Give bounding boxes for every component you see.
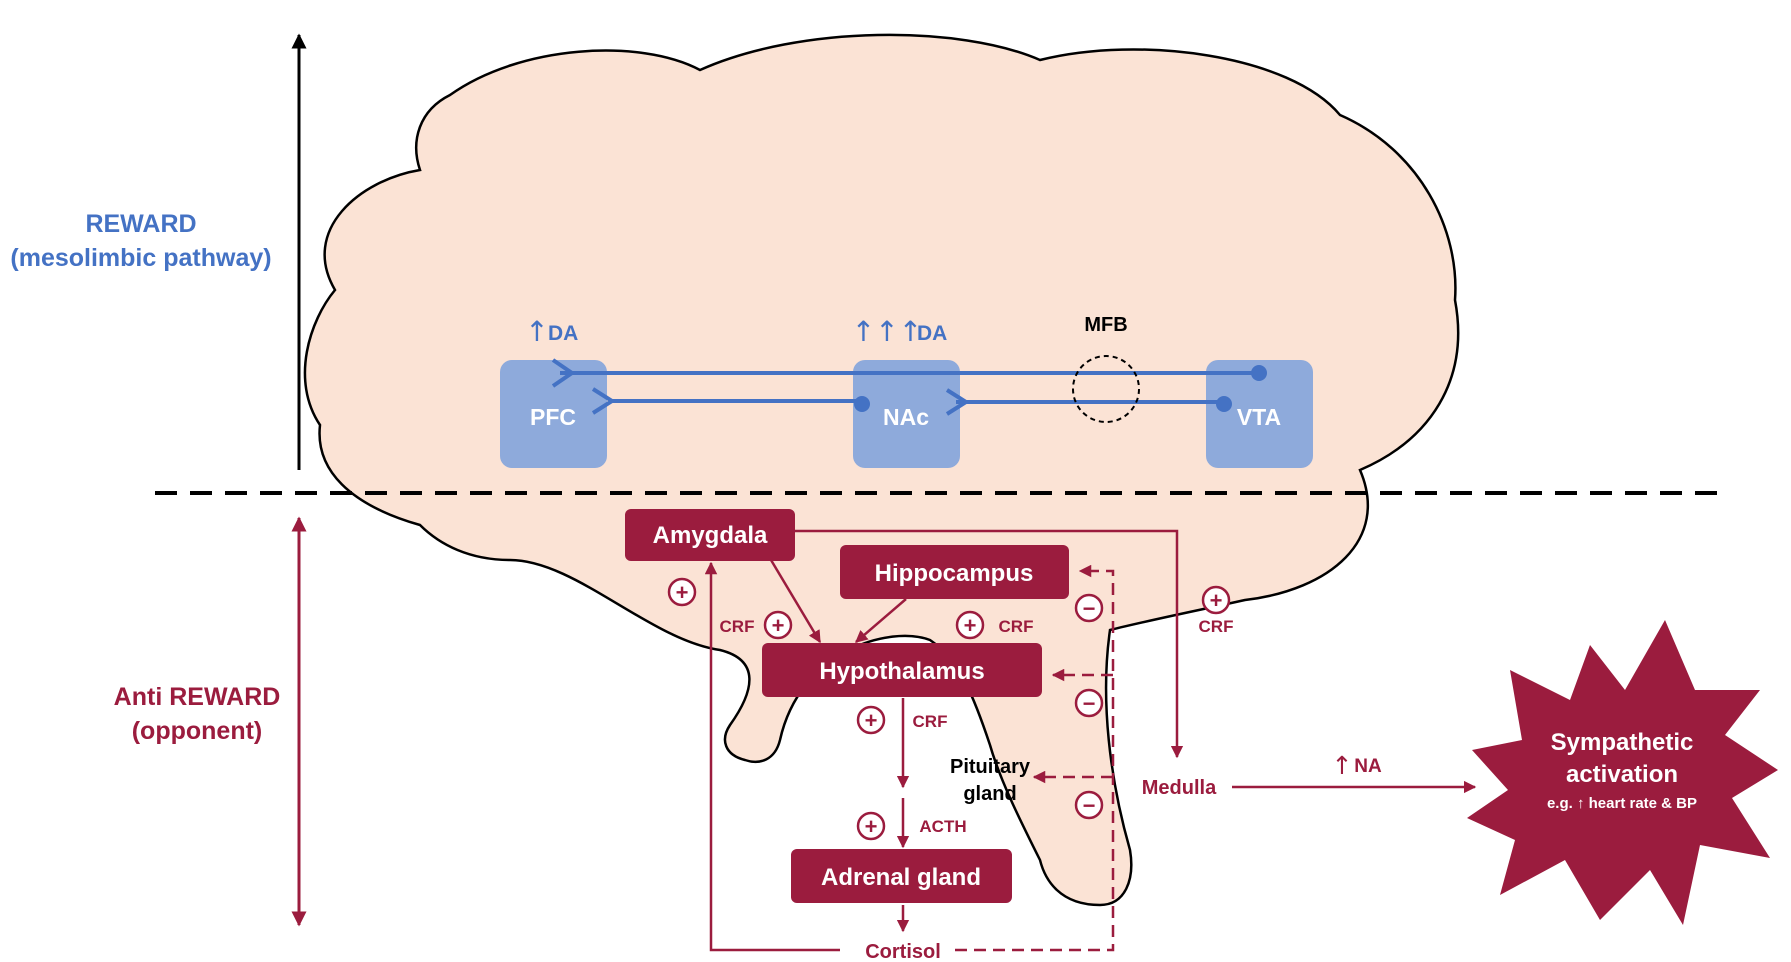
acth-label: ACTH (919, 817, 966, 836)
reward-label-line1: REWARD (85, 210, 197, 238)
vta-node (1206, 360, 1313, 468)
nac-da-arrows: ↑↑↑ (852, 315, 922, 348)
minus-sign-pituitary: − (1074, 790, 1104, 820)
svg-text:+: + (676, 580, 689, 605)
plus-sign-hippocampus-crf: + (955, 610, 985, 640)
brain-outline (303, 33, 1460, 907)
hypothalamus-label: Hypothalamus (819, 658, 984, 685)
svg-text:+: + (865, 814, 878, 839)
plus-sign-amygdala-crf: + (763, 610, 793, 640)
reward-label-line2: (mesolimbic pathway) (10, 244, 272, 272)
svg-text:−: − (1083, 793, 1096, 818)
sympathetic-line1: Sympathetic (1551, 729, 1694, 756)
cortisol-feedback-line (955, 564, 1115, 952)
plus-sign-medulla-crf: + (1201, 585, 1231, 615)
svg-text:+: + (1210, 588, 1223, 613)
nac-soma (854, 396, 870, 412)
crf-label-medulla: CRF (1199, 617, 1234, 636)
crf-label-hypothalamus: CRF (913, 712, 948, 731)
hippocampus-hypothalamus-arrow (855, 598, 907, 643)
na-label: NA (1354, 756, 1382, 777)
cortisol-label: Cortisol (865, 941, 941, 962)
hypothalamus-node (762, 643, 1042, 697)
amygdala-label: Amygdala (653, 522, 768, 549)
pituitary-label-line1: Pituitary (950, 756, 1031, 778)
sympathetic-line2: activation (1566, 761, 1678, 788)
medulla-label: Medulla (1142, 777, 1217, 799)
pfc-node (500, 360, 607, 468)
svg-text:+: + (772, 613, 785, 638)
hippocampus-label: Hippocampus (875, 560, 1034, 587)
sympathetic-star (1467, 620, 1778, 925)
mfb-circle (1072, 355, 1140, 423)
minus-sign-hippocampus: − (1074, 593, 1104, 623)
amygdala-node (625, 509, 795, 561)
nac-terminal (945, 388, 970, 416)
na-arrow: ↑ (1332, 751, 1353, 780)
svg-text:+: + (964, 613, 977, 638)
nac-label: NAc (883, 404, 929, 430)
anti-reward-label-line2: (opponent) (131, 717, 263, 745)
adrenal-node (791, 849, 1012, 903)
plus-sign-acth: + (856, 811, 886, 841)
nac-node (853, 360, 960, 468)
plus-sign-amygdala-feedback: + (667, 577, 697, 607)
hippocampus-node (840, 545, 1069, 599)
vta-label: VTA (1237, 404, 1281, 430)
svg-text:−: − (1083, 596, 1096, 621)
amygdala-medulla-line (795, 529, 1184, 759)
vta-upper-soma (1251, 365, 1267, 381)
cortisol-amygdala-line (704, 561, 840, 952)
svg-text:+: + (865, 708, 878, 733)
adrenal-label: Adrenal gland (821, 864, 981, 891)
sympathetic-line3: e.g. ↑ heart rate & BP (1547, 795, 1697, 812)
nac-da-label: DA (917, 322, 947, 345)
reward-label: REWARD (mesolimbic pathway) (0, 207, 282, 275)
pfc-label: PFC (530, 404, 576, 430)
amygdala-hypothalamus-arrow (769, 559, 822, 644)
pfc-upper-terminal (551, 358, 576, 388)
pfc-da-arrow: ↑ (525, 315, 548, 348)
plus-sign-hypothalamus-crf: + (856, 705, 886, 735)
vta-lower-soma (1216, 396, 1232, 412)
crf-label-amygdala: CRF (720, 617, 755, 636)
pituitary-label-line2: gland (963, 783, 1016, 805)
minus-sign-hypothalamus: − (1074, 688, 1104, 718)
anti-reward-label: Anti REWARD (opponent) (112, 680, 282, 748)
svg-text:−: − (1083, 691, 1096, 716)
anti-reward-label-line1: Anti REWARD (113, 683, 281, 711)
mfb-label: MFB (1084, 314, 1127, 336)
pfc-da-label: DA (548, 322, 578, 345)
crf-label-hippocampus: CRF (999, 617, 1034, 636)
pfc-lower-terminal (591, 387, 616, 415)
